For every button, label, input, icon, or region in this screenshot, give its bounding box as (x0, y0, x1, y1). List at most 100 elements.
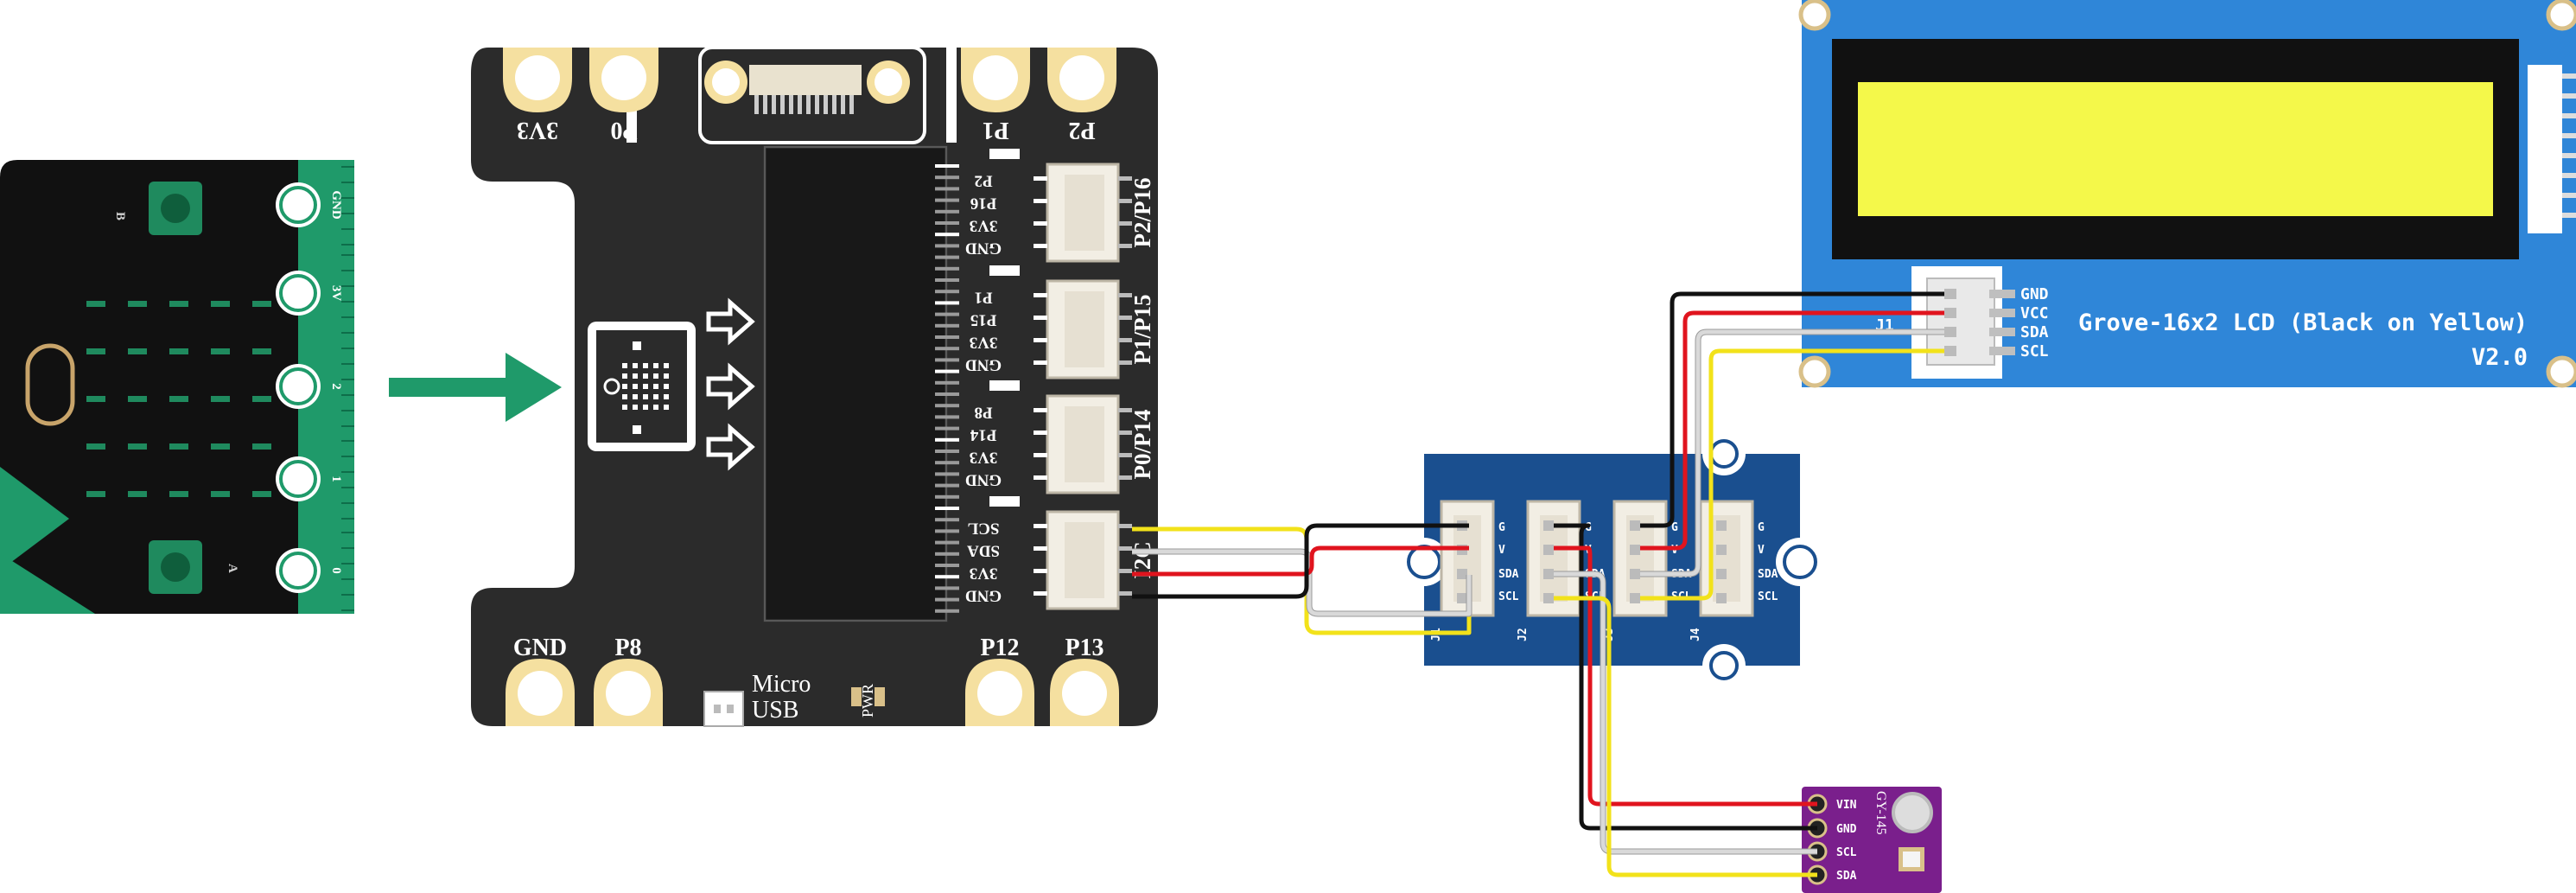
pad-3v3[interactable]: 3V3 (503, 48, 572, 144)
led (86, 396, 105, 402)
pad-p13[interactable]: P13 (1050, 635, 1119, 726)
led (128, 396, 147, 402)
insert-arrows-icon (706, 297, 755, 471)
wire-sda-shield-hub (1132, 549, 1472, 616)
port-label: P0/P14 (1129, 410, 1155, 480)
arrow-right-icon (706, 297, 755, 346)
button-a-label: A (226, 564, 239, 573)
port-pin-label: P16 (970, 195, 997, 213)
sensor-name: GY-145 (1873, 791, 1888, 835)
led (211, 443, 230, 450)
port-pin-label: GND (965, 587, 1002, 605)
pad-label: 3V3 (517, 117, 558, 144)
microbit-pin-label: GND (329, 190, 343, 220)
button-a[interactable] (149, 540, 202, 594)
micro-usb-label-line1: Micro (752, 671, 811, 698)
microbit-icon (588, 322, 696, 451)
hub-pin-label: SDA (1498, 568, 1519, 581)
lcd-side-header (2528, 65, 2562, 233)
lcd-grove-connector[interactable] (1911, 266, 2002, 379)
hub-pin-label: G (1498, 521, 1505, 534)
pwr-label: PWR (859, 684, 876, 718)
sensor-pin-label: GND (1836, 823, 1857, 836)
led (169, 491, 188, 497)
led (169, 301, 188, 307)
led (169, 396, 188, 402)
pad-label: P12 (980, 635, 1019, 661)
port-pin-label: P1 (974, 289, 992, 307)
microbit-pin-label: 0 (329, 567, 343, 574)
port-pin-label: P2 (974, 172, 992, 190)
lcd-pin-label: VCC (2020, 304, 2049, 322)
led (128, 348, 147, 354)
port-pin-label: P15 (970, 311, 997, 329)
port-pin-label: 3V3 (970, 217, 998, 235)
lcd-pin-label: SCL (2020, 342, 2049, 360)
pad-p1[interactable]: P1 (961, 48, 1030, 144)
wire-gnd-hub-sensor (1554, 523, 1817, 831)
pad-label: GND (513, 635, 567, 661)
hub-pin-label: SCL (1758, 590, 1778, 603)
port-pin-label: SCL (968, 520, 1000, 538)
pad-p12[interactable]: P12 (965, 635, 1034, 726)
microbit-pin-label: 1 (329, 475, 343, 482)
led (128, 491, 147, 497)
wire-vin-hub-sensor (1554, 545, 1817, 807)
hub-pin-label: SDA (1758, 568, 1778, 581)
port-pin-label: GND (965, 239, 1002, 258)
hub-pin-label: V (1498, 544, 1505, 557)
led (128, 301, 147, 307)
micro-usb-port[interactable] (703, 691, 744, 727)
pad-p0[interactable]: P0 (589, 48, 658, 144)
wires (1132, 291, 1944, 877)
led (211, 491, 230, 497)
lcd-screen (1858, 82, 2493, 216)
sensor-chip (1899, 847, 1924, 871)
power-led (851, 687, 885, 706)
expansion-shield: P2P163V3GNDP2/P16P1P153V3GNDP1/P15P8P143… (471, 46, 1158, 727)
insert-arrow-icon (389, 353, 562, 422)
led (252, 491, 271, 497)
port-pin-label: GND (965, 471, 1002, 489)
led (211, 348, 230, 354)
hub-connector-label: J2 (1517, 628, 1530, 641)
pad-label: P0 (610, 117, 637, 144)
led (86, 348, 105, 354)
lcd-pin-label: GND (2020, 285, 2049, 303)
pad-p2[interactable]: P2 (1047, 48, 1116, 144)
led (211, 301, 230, 307)
hub-connector-label: J4 (1689, 628, 1702, 641)
wire-scl-shield-hub (1132, 526, 1472, 635)
sensor-pin-label: SCL (1836, 846, 1857, 859)
port-pin-label: P14 (970, 426, 996, 444)
port-label: P2/P16 (1129, 178, 1155, 248)
pad-label: P2 (1068, 117, 1095, 144)
lcd-version: V2.0 (2471, 344, 2528, 371)
port-label: P1/P15 (1129, 295, 1155, 365)
microbit-logo-icon (25, 343, 75, 426)
edge-slot (763, 145, 948, 622)
sensor-pin-label: SDA (1836, 870, 1857, 883)
micro-usb-label-line2: USB (752, 697, 798, 724)
wire-scl-hub-lcd (1640, 348, 1944, 601)
pad-p8[interactable]: P8 (594, 635, 663, 726)
wire-gnd-hub-lcd (1640, 291, 1944, 528)
hub-pin-label: V (1758, 544, 1765, 557)
button-b-label: B (113, 212, 127, 220)
button-b[interactable] (149, 182, 202, 235)
port-pin-label: GND (965, 356, 1002, 374)
wire-sda-hub-lcd (1640, 329, 1944, 577)
lcd-pin-label: SDA (2020, 323, 2049, 341)
port-pin-label: 3V3 (970, 334, 998, 352)
pad-gnd[interactable]: GND (506, 635, 575, 726)
arrow-right-icon (706, 362, 755, 411)
